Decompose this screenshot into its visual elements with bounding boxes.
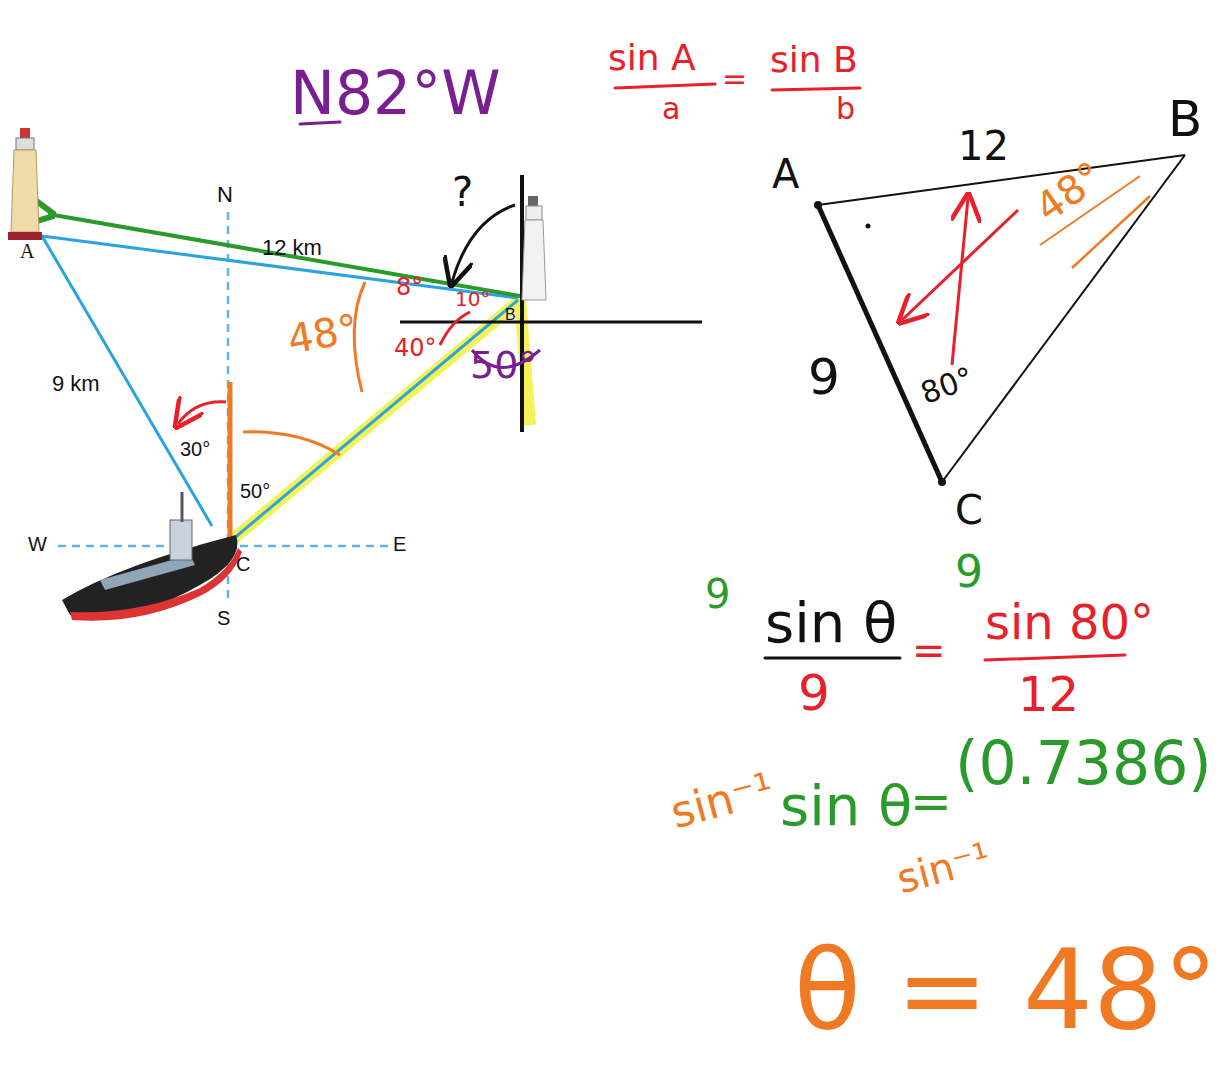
- distance-label: 9 km: [52, 372, 100, 396]
- angle-arc: [243, 432, 340, 455]
- formula-text: sin θ: [780, 775, 912, 837]
- compass-label: W: [28, 533, 47, 555]
- unknown-angle: ?: [452, 170, 473, 214]
- bearing-arrow: [48, 214, 520, 296]
- formula-text: sin 80°: [985, 596, 1154, 649]
- compass-label: N: [217, 183, 233, 207]
- side-label: 9: [808, 350, 840, 405]
- formula-text: sin θ: [765, 592, 897, 654]
- formula-text: (0.7386): [955, 730, 1212, 796]
- point-label: C: [236, 553, 250, 575]
- formula-text: 12: [1018, 668, 1079, 721]
- formula-text: 9: [798, 666, 830, 721]
- fraction-bar: [300, 84, 1125, 660]
- angle-label: 40°: [394, 335, 437, 361]
- side-ac: [42, 236, 212, 526]
- highlight: [228, 382, 233, 540]
- east-west-line-b: [400, 321, 702, 324]
- vertex-label: A: [772, 152, 799, 196]
- inverse-sine: sin⁻¹: [892, 834, 995, 901]
- highlight: [232, 300, 530, 540]
- answer: θ = 48°: [794, 930, 1218, 1051]
- distance-label: 12 km: [262, 236, 322, 260]
- angle-label: 48°: [284, 306, 361, 362]
- formula-text: =: [722, 62, 747, 95]
- vertex-label: C: [955, 488, 983, 532]
- angle-label: 48°: [1027, 153, 1110, 230]
- angle-arc: [440, 312, 470, 345]
- cancel-factor: 9: [705, 572, 730, 616]
- formula-text: sin B: [770, 40, 858, 80]
- formula-text: sin A: [608, 38, 696, 78]
- point-label: B: [505, 306, 516, 324]
- side-cb: [232, 300, 518, 540]
- angle-label: 8°: [396, 274, 423, 300]
- side-ab: [42, 236, 518, 298]
- formula-text: =: [910, 775, 952, 830]
- formula-text: b: [836, 92, 855, 125]
- angle-label: 80°: [916, 361, 977, 410]
- cancel-factor: 9: [955, 548, 983, 596]
- lighthouse-b: [522, 196, 546, 300]
- bearing-answer: N82°W: [290, 60, 501, 126]
- formula-text: =: [912, 628, 946, 672]
- formula-text: a: [662, 92, 680, 125]
- vertex-label: B: [1168, 92, 1202, 147]
- angle-arrow: [452, 205, 515, 282]
- ship: [62, 492, 242, 621]
- angle-label: 30°: [180, 438, 210, 460]
- angle-label: 50°: [240, 480, 270, 502]
- point-label: A: [20, 240, 34, 262]
- side-label: 12: [958, 124, 1009, 168]
- angle-label: 10°: [455, 288, 490, 310]
- angle-arrow: [178, 402, 226, 424]
- angle-label: 50°: [470, 345, 537, 387]
- lighthouse-a: [8, 128, 42, 240]
- inverse-sine: sin⁻¹: [666, 764, 779, 838]
- compass-label: S: [217, 607, 230, 629]
- north-line-b: [520, 175, 524, 432]
- compass-label: E: [393, 533, 406, 555]
- triangle-sketch: [814, 155, 1185, 486]
